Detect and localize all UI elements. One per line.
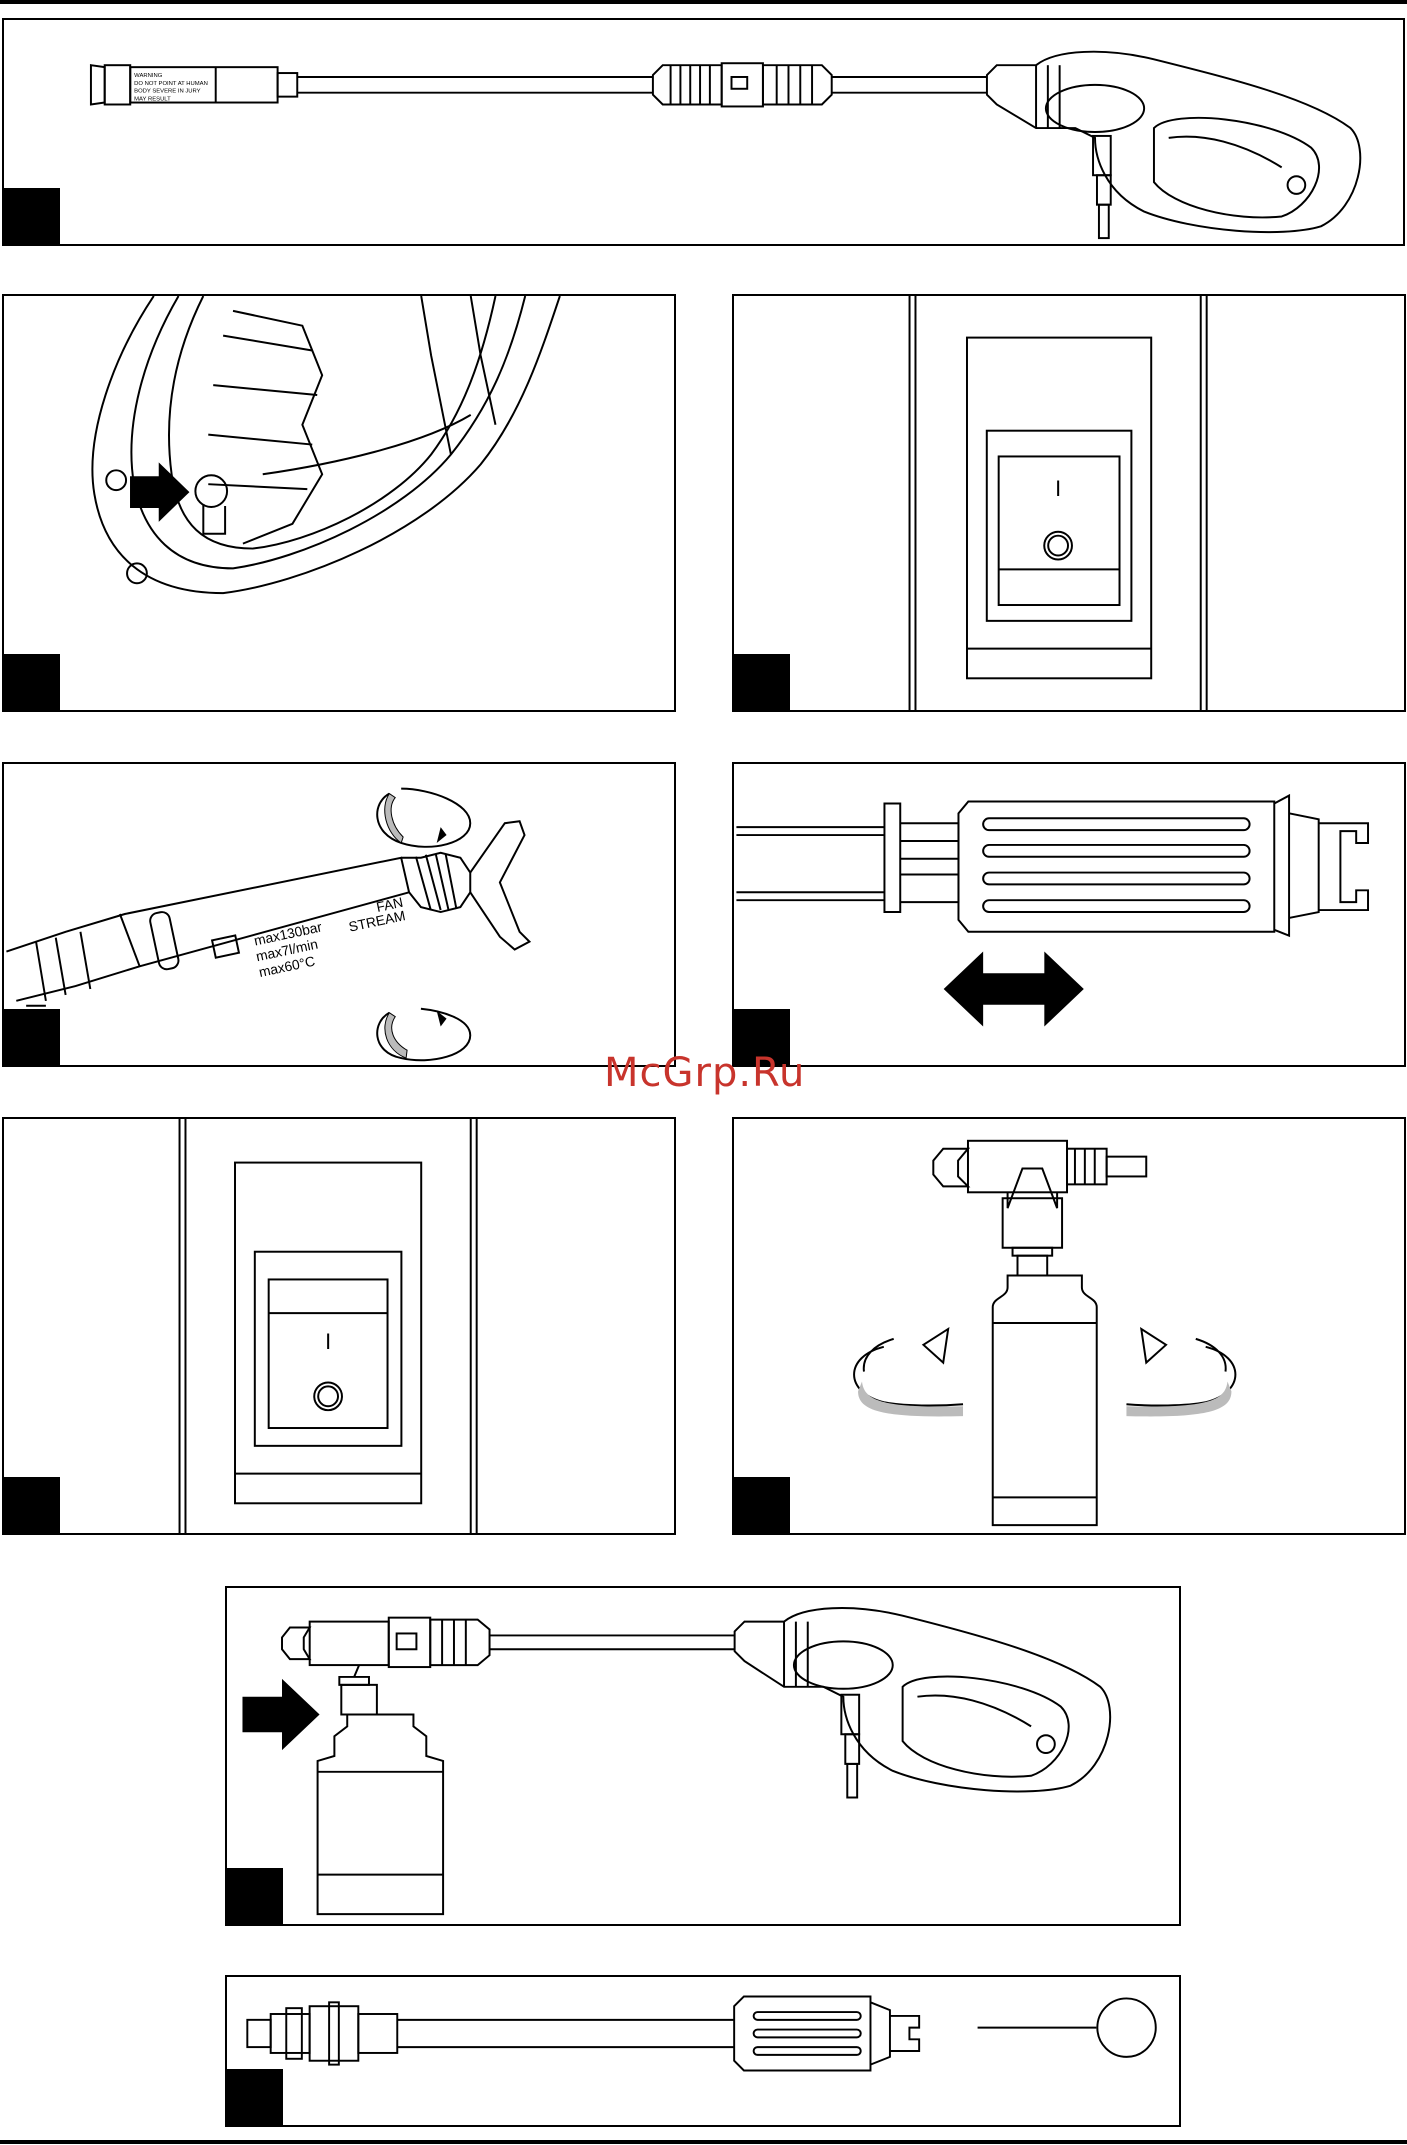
gun-assembly-illustration: WARNING DO NOT POINT AT HUMAN BODY SEVER…	[4, 20, 1403, 244]
figure-number-tab	[4, 188, 60, 244]
foam-bottle-illustration	[734, 1119, 1404, 1533]
nozzle-rotation-illustration: max130bar max7l/min max60°C FAN STREAM	[4, 764, 674, 1065]
double-arrow-icon	[944, 952, 1084, 1027]
figure-lance-coupling	[732, 762, 1406, 1067]
figure-number-tab	[4, 1009, 60, 1065]
bottom-rule	[0, 2140, 1407, 2144]
figure-power-switch: I	[732, 294, 1406, 712]
warning-line-3: BODY SEVERE IN JURY	[134, 89, 200, 95]
figure-number-tab	[227, 1868, 283, 1924]
warning-line-2: DO NOT POINT AT HUMAN	[134, 81, 208, 87]
power-switch-illustration-2: I	[4, 1119, 674, 1533]
gun-with-foam-bottle-illustration	[227, 1588, 1179, 1924]
switch-on-mark-2: I	[325, 1329, 331, 1354]
switch-on-mark: I	[1055, 476, 1061, 501]
lance-coupling-illustration	[734, 764, 1404, 1065]
warning-line-4: MAY RESULT	[134, 97, 171, 103]
warning-line-1: WARNING	[134, 73, 163, 79]
arrow-right-icon	[130, 462, 189, 521]
lance-illustration	[227, 1977, 1179, 2125]
watermark-text: McGrp.Ru	[604, 1050, 805, 1096]
figure-gun-with-foam-bottle	[225, 1586, 1181, 1926]
figure-foam-bottle	[732, 1117, 1406, 1535]
trigger-lock-illustration	[4, 296, 674, 710]
figure-nozzle-rotation: max130bar max7l/min max60°C FAN STREAM	[2, 762, 676, 1067]
figure-number-tab	[4, 1477, 60, 1533]
top-rule	[0, 0, 1407, 4]
figure-number-tab	[734, 654, 790, 710]
figure-number-tab	[4, 654, 60, 710]
figure-gun-assembly: WARNING DO NOT POINT AT HUMAN BODY SEVER…	[2, 18, 1405, 246]
power-switch-illustration: I	[734, 296, 1404, 710]
figure-trigger-lock	[2, 294, 676, 712]
figure-number-tab	[734, 1477, 790, 1533]
figure-power-switch-2: I	[2, 1117, 676, 1535]
arrow-right-icon	[242, 1679, 319, 1750]
figure-number-tab	[227, 2069, 283, 2125]
figure-lance	[225, 1975, 1181, 2127]
